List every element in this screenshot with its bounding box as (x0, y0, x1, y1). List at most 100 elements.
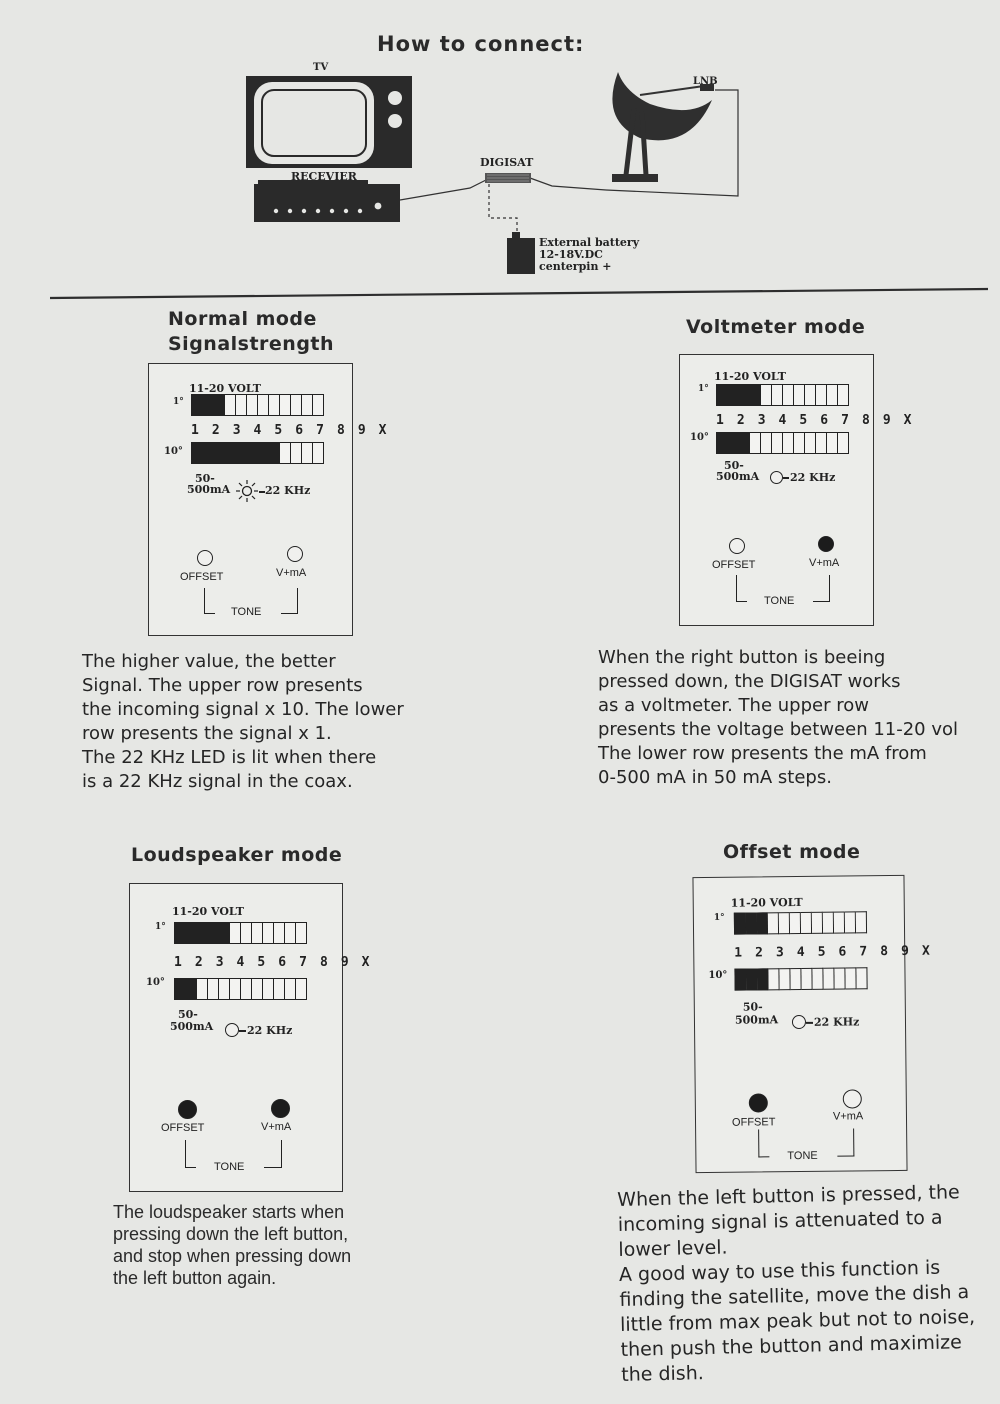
led-segment (734, 968, 747, 991)
led-segment (208, 978, 219, 1000)
led-segment (756, 912, 769, 935)
offset-button[interactable] (748, 1093, 768, 1113)
offset-button[interactable] (729, 538, 745, 554)
digit-scale: 1 2 3 4 5 6 7 8 9 X (191, 423, 390, 438)
voltmeter-mode-title: Voltmeter mode (686, 316, 866, 338)
led-segment (790, 967, 802, 991)
led-segment (768, 968, 780, 991)
led-segment (812, 967, 824, 990)
row-10-label: 10° (708, 969, 728, 981)
led-segment (225, 394, 236, 416)
led-segment (247, 442, 258, 464)
led-segment (280, 442, 291, 464)
offset-mode-panel: 11-20 VOLT 1° 1 2 3 4 5 6 7 8 9 X 10° 50… (692, 874, 932, 1174)
led-segment (230, 922, 241, 944)
led-22khz (791, 1014, 807, 1030)
led-segment (794, 384, 805, 406)
tv-illustration (246, 76, 412, 168)
led-segment (827, 384, 838, 406)
vma-button[interactable] (842, 1089, 862, 1109)
led-segment (247, 394, 258, 416)
normal-mode-description: The higher value, the better Signal. The… (82, 651, 404, 792)
led-wire (805, 1021, 813, 1024)
led-segment (313, 442, 324, 464)
led-segment (313, 394, 324, 416)
upper-row-bar (191, 394, 324, 416)
led-segment (197, 978, 208, 1000)
led-segment (739, 432, 750, 454)
volt-label: 11-20 VOLT (172, 905, 244, 918)
led-segment (296, 922, 307, 944)
vma-button[interactable] (818, 536, 834, 552)
led-segment (274, 922, 285, 944)
led-segment (252, 978, 263, 1000)
led-segment (285, 978, 296, 1000)
led-22khz (770, 471, 783, 484)
led-segment (838, 432, 849, 454)
ma-label-top: 50- (724, 459, 744, 472)
led-segment (203, 442, 214, 464)
volt-label: 11-20 VOLT (189, 382, 261, 395)
loudspeaker-mode-description: The loudspeaker starts when pressing dow… (113, 1202, 352, 1288)
led-segment (757, 968, 769, 991)
led-segment (214, 442, 225, 464)
led-segment (241, 978, 252, 1000)
vma-button[interactable] (287, 546, 303, 562)
led-segment (186, 922, 197, 944)
led-segment (186, 978, 197, 1000)
offset-label: OFFSET (712, 559, 756, 571)
battery-illustration (507, 232, 535, 274)
tone-label: TONE (214, 1161, 245, 1173)
vma-button[interactable] (271, 1099, 290, 1118)
led-segment (269, 442, 280, 464)
volt-label: 11-20 VOLT (730, 895, 803, 910)
row-1-label: 1° (173, 397, 184, 407)
page-title: How to connect: (377, 32, 585, 56)
led-segment (219, 922, 230, 944)
led-segment (208, 922, 219, 944)
voltmeter-mode-description: When the right button is beeing pressed … (598, 647, 959, 788)
ma-label-bottom: 500mA (170, 1020, 214, 1033)
lower-row-bar (734, 967, 868, 991)
led-segment (214, 394, 225, 416)
led-segment (761, 432, 772, 454)
led-segment (838, 384, 849, 406)
battery-label-3: centerpin + (539, 260, 612, 273)
led-segment (225, 442, 236, 464)
led-wire (783, 477, 789, 479)
led-segment (827, 432, 838, 454)
led-segment (778, 912, 791, 935)
led-segment (745, 912, 758, 935)
offset-button[interactable] (197, 550, 213, 566)
led-segment (855, 911, 868, 934)
led-segment (728, 432, 739, 454)
row-10-label: 10° (690, 432, 709, 443)
led-22khz (225, 1023, 239, 1037)
led-segment (844, 911, 857, 934)
tone-label: TONE (764, 595, 795, 607)
offset-button[interactable] (178, 1100, 197, 1119)
led-wire (239, 1030, 246, 1032)
row-1-label: 1° (155, 922, 166, 932)
vma-label: V+mA (276, 567, 307, 579)
khz-label: 22 KHz (813, 1015, 860, 1029)
led-segment (750, 432, 761, 454)
led-segment (750, 384, 761, 406)
ma-label-bottom: 500mA (716, 470, 760, 483)
led-segment (783, 384, 794, 406)
led-segment (302, 394, 313, 416)
upper-row-bar (733, 911, 868, 935)
led-segment (174, 922, 186, 944)
vma-label: V+mA (832, 1110, 864, 1123)
satellite-dish (612, 72, 714, 182)
led-segment (219, 978, 230, 1000)
lower-row-bar (174, 978, 307, 1000)
led-segment (816, 384, 827, 406)
led-segment (716, 384, 728, 406)
led-segment (236, 394, 247, 416)
connection-diagram (49, 72, 989, 300)
led-segment (772, 384, 783, 406)
lower-row-bar (191, 442, 324, 464)
led-segment (263, 922, 274, 944)
khz-label: 22 KHz (247, 1024, 293, 1037)
